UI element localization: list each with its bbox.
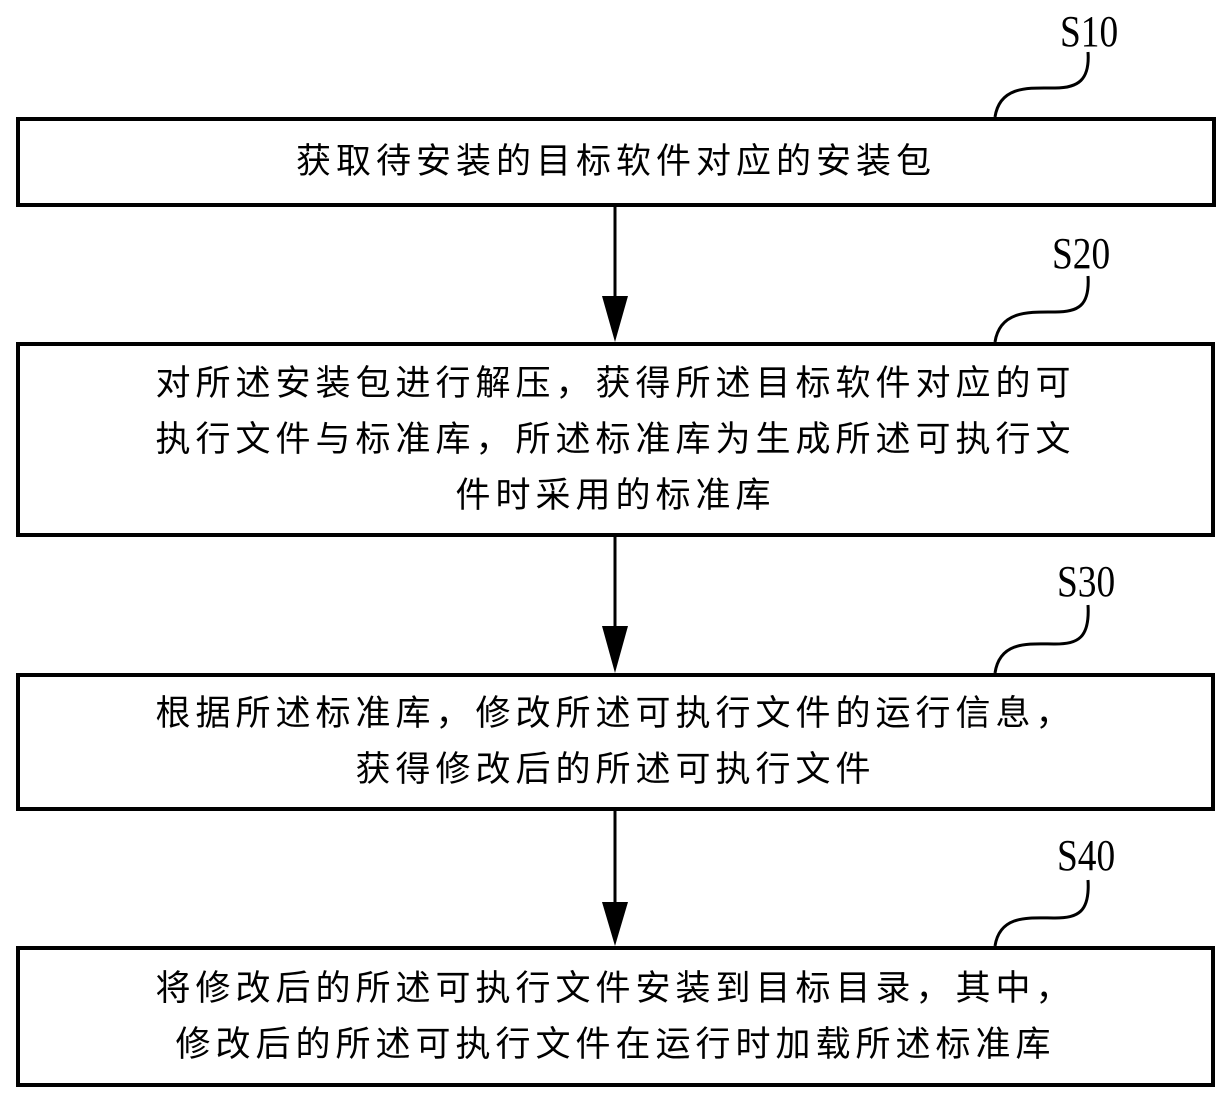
step-text-line: 获得修改后的所述可执行文件 bbox=[355, 750, 876, 790]
arrowhead-icon bbox=[602, 902, 628, 946]
step-box-s20: 对所述安装包进行解压，获得所述目标软件对应的可 执行文件与标准库，所述标准库为生… bbox=[16, 342, 1215, 537]
step-box-s40: 将修改后的所述可执行文件安装到目标目录，其中， 修改后的所述可执行文件在运行时加… bbox=[16, 946, 1215, 1087]
step-text-line: 修改后的所述可执行文件在运行时加载所述标准库 bbox=[175, 1024, 1056, 1065]
step-text-line: 获取待安装的目标软件对应的安装包 bbox=[295, 142, 936, 182]
arrowhead-icon bbox=[602, 296, 628, 342]
arrow-s30-s40 bbox=[602, 810, 628, 946]
step-label-s20: S20 bbox=[1052, 229, 1111, 278]
step-text-line: 根据所述标准库，修改所述可执行文件的运行信息， bbox=[155, 694, 1076, 734]
leader-line-s10 bbox=[993, 51, 1090, 118]
arrow-s20-s30 bbox=[602, 536, 628, 673]
step-label-s30: S30 bbox=[1057, 557, 1116, 606]
step-text-line: 件时采用的标准库 bbox=[455, 475, 776, 516]
step-text-line: 将修改后的所述可执行文件安装到目标目录，其中， bbox=[155, 968, 1076, 1009]
leader-line-s30 bbox=[993, 604, 1090, 674]
arrowhead-icon bbox=[602, 626, 628, 673]
arrow-s10-s20 bbox=[602, 206, 628, 342]
leader-line-s20 bbox=[993, 275, 1090, 343]
step-text-line: 对所述安装包进行解压，获得所述目标软件对应的可 bbox=[155, 363, 1076, 404]
step-box-s10: 获取待安装的目标软件对应的安装包 bbox=[16, 117, 1216, 207]
leader-line-s40 bbox=[993, 879, 1090, 947]
step-label-s40: S40 bbox=[1057, 831, 1116, 880]
step-text-line: 执行文件与标准库，所述标准库为生成所述可执行文 bbox=[155, 419, 1076, 460]
step-box-s30: 根据所述标准库，修改所述可执行文件的运行信息， 获得修改后的所述可执行文件 bbox=[16, 673, 1215, 811]
step-label-s10: S10 bbox=[1060, 7, 1119, 56]
